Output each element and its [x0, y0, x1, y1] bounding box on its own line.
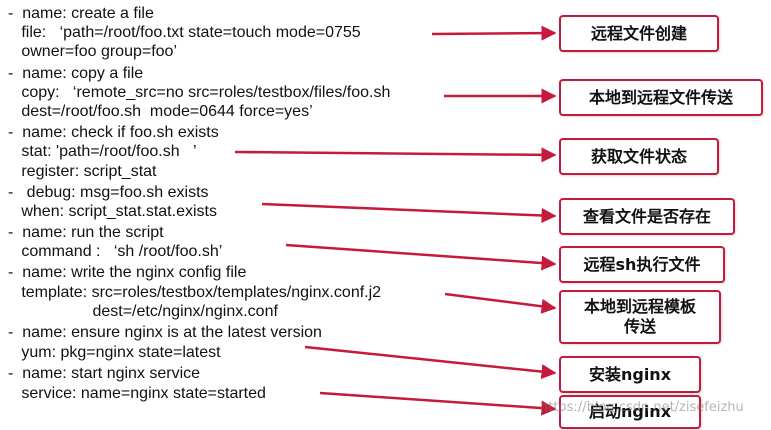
arrow-service-start: [319, 391, 557, 416]
code-line: register: script_stat: [8, 163, 157, 180]
code-line: dest=/etc/nginx/nginx.conf: [8, 303, 278, 320]
arrow-debug-exists: [261, 202, 557, 223]
code-line: copy: ‘remote_src=no src=roles/testbox/f…: [8, 84, 391, 101]
label-local-to-remote-template: 本地到远程模板 传送: [559, 290, 721, 344]
arrow-stat-file: [234, 147, 557, 163]
code-line: - name: start nginx service: [8, 365, 201, 382]
label-remote-sh-execute: 远程sh执行文件: [559, 246, 725, 283]
code-line: - debug: msg=foo.sh exists: [8, 184, 209, 201]
code-line: dest=/root/foo.sh mode=0644 force=yes’: [8, 103, 313, 120]
code-line: owner=foo group=foo’: [8, 43, 178, 60]
code-line: stat: 'path=/root/foo.sh ’: [8, 143, 197, 160]
label-remote-file-create: 远程文件创建: [559, 15, 719, 52]
code-line: yum: pkg=nginx state=latest: [8, 344, 221, 361]
code-line: - name: ensure nginx is at the latest ve…: [8, 324, 322, 341]
label-start-nginx: 启动nginx: [559, 395, 701, 429]
watermark: https://blog.csdn.net/zisefeizhu: [540, 400, 744, 415]
code-line: service: name=nginx state=started: [8, 385, 266, 402]
label-check-file-exists: 查看文件是否存在: [559, 198, 735, 235]
code-line: when: script_stat.stat.exists: [8, 203, 217, 220]
label-local-to-remote-file-transfer: 本地到远程文件传送: [559, 79, 763, 116]
code-line: command : ‘sh /root/foo.sh’: [8, 243, 223, 260]
code-line: - name: create a file: [8, 5, 154, 22]
code-line: - name: check if foo.sh exists: [8, 124, 219, 141]
label-install-nginx: 安装nginx: [559, 356, 701, 393]
arrow-create-file: [431, 25, 557, 41]
code-line: file: ‘path=/root/foo.txt state=touch mo…: [8, 24, 361, 41]
code-line: - name: run the script: [8, 224, 164, 241]
arrow-yum-install: [304, 345, 557, 380]
arrow-template: [444, 292, 557, 314]
code-line: template: src=roles/testbox/templates/ng…: [8, 284, 382, 301]
code-line: - name: write the nginx config file: [8, 264, 247, 281]
code-line: - name: copy a file: [8, 65, 144, 82]
arrow-run-script: [285, 243, 557, 271]
label-get-file-status: 获取文件状态: [559, 138, 719, 175]
